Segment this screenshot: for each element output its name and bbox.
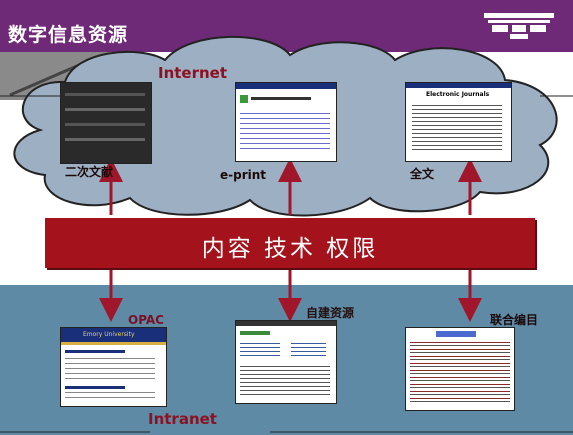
node-self-built: 自建资源 bbox=[306, 306, 355, 320]
banner-text: 内容 技术 权限 bbox=[201, 236, 379, 262]
node-fulltext: 全文 bbox=[410, 167, 435, 181]
content-banner: 内容 技术 权限 bbox=[45, 218, 535, 268]
node-eprint: e-print bbox=[220, 168, 267, 182]
university-logo bbox=[484, 13, 554, 39]
fulltext-screenshot-header: Electronic Journals bbox=[426, 91, 490, 98]
opac-screenshot: Emory University bbox=[60, 327, 167, 407]
union-catalog-screenshot bbox=[405, 327, 515, 411]
node-union-catalog: 联合编目 bbox=[490, 313, 539, 327]
fulltext-screenshot: Electronic Journals bbox=[405, 82, 512, 162]
node-opac: OPAC bbox=[128, 313, 164, 327]
intranet-label: Intranet bbox=[148, 410, 217, 428]
node-secondary-literature: 二次文献 bbox=[65, 165, 114, 179]
self-built-screenshot bbox=[235, 320, 337, 404]
eprint-screenshot bbox=[235, 82, 337, 162]
title-bar: 数字信息资源 bbox=[0, 0, 573, 52]
opac-screenshot-header: Emory University bbox=[83, 331, 135, 338]
page-title: 数字信息资源 bbox=[8, 24, 129, 46]
internet-label: Internet bbox=[158, 64, 228, 82]
secondary-literature-screenshot bbox=[60, 82, 152, 164]
